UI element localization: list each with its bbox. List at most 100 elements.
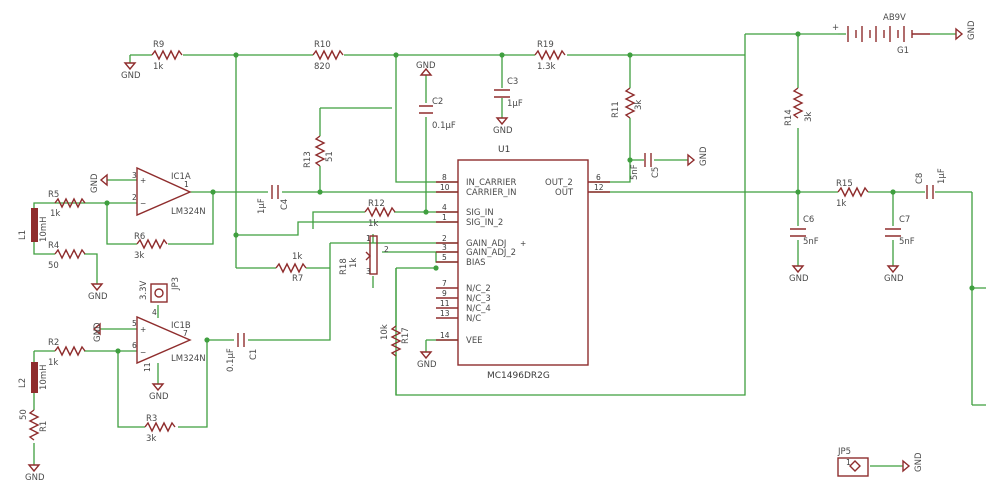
svg-text:5nF: 5nF [899,237,915,247]
jumper-jp5: 1 JP5 [837,447,869,477]
svg-text:0.1µF: 0.1µF [226,348,236,372]
svg-text:10mH: 10mH [39,217,49,243]
svg-text:4: 4 [442,203,447,212]
capacitor-c2: C2 0.1µF [419,97,456,131]
svg-text:N/C_2: N/C_2 [466,284,491,294]
svg-text:+: + [520,239,526,248]
gnd-icon: GND [884,265,904,284]
gnd-icon: GND [121,62,141,81]
svg-text:+: + [832,23,839,33]
svg-text:R12: R12 [368,199,385,209]
svg-text:GAIN_ADJ_2: GAIN_ADJ_2 [466,248,516,258]
resistor-r12: R12 1k [364,199,396,229]
svg-text:L1: L1 [18,230,28,240]
svg-text:3k: 3k [634,100,644,110]
resistor-r1: 50 R1 [19,409,49,441]
svg-text:C2: C2 [432,97,443,107]
svg-text:2: 2 [132,193,137,202]
potentiometer-r18: R18 1k 1 2 3 [339,234,389,276]
svg-text:51: 51 [325,151,335,162]
gnd-icon: GND [25,464,45,483]
svg-text:+: + [140,176,146,185]
svg-text:IN_CARRIER: IN_CARRIER [466,178,517,188]
svg-text:GND: GND [149,392,169,402]
svg-text:R2: R2 [48,338,59,348]
svg-text:5: 5 [132,319,137,328]
svg-text:R18: R18 [339,258,349,275]
resistor-r6: R6 3k [134,232,168,261]
svg-text:3: 3 [132,171,137,180]
svg-text:50: 50 [19,409,29,420]
resistor-r9: R9 1k [151,40,183,72]
svg-text:VEE: VEE [466,336,483,346]
svg-text:R19: R19 [537,40,554,50]
svg-text:2: 2 [442,234,447,243]
svg-text:1k: 1k [50,209,60,219]
svg-text:C4: C4 [280,199,290,210]
svg-text:R4: R4 [48,241,59,251]
svg-text:N/C: N/C [466,314,481,324]
svg-text:L2: L2 [18,378,28,388]
gnd-label: GND [90,173,100,193]
svg-text:C8: C8 [915,173,925,184]
svg-text:GND: GND [493,126,513,136]
svg-text:R10: R10 [314,40,331,50]
svg-text:1k: 1k [153,62,163,72]
gnd-icon [419,67,433,76]
svg-text:1µF: 1µF [507,99,523,109]
svg-text:GND: GND [417,360,437,370]
svg-text:10k: 10k [380,324,390,340]
svg-text:IC1A: IC1A [171,172,191,182]
capacitor-c7: C7 5nF [885,215,915,247]
svg-text:R13: R13 [303,151,313,168]
capacitor-c1: 0.1µF C1 [226,333,259,372]
svg-text:GND: GND [789,274,809,284]
inductor-l2: L2 10mH [18,362,49,393]
capacitor-c3: C3 1µF [494,77,523,109]
gnd-label: GND [967,20,977,40]
resistor-r3: R3 3k [144,414,176,444]
svg-text:R7: R7 [292,274,303,284]
svg-text:1k: 1k [836,199,846,209]
svg-text:R9: R9 [153,40,164,50]
svg-text:OUT_2: OUT_2 [545,178,573,188]
svg-text:50: 50 [48,261,59,271]
svg-text:N/C_3: N/C_3 [466,294,491,304]
gnd-icon: GND [789,265,809,284]
svg-text:C6: C6 [803,215,814,225]
svg-text:11: 11 [440,299,450,308]
svg-text:LM324N: LM324N [171,207,206,217]
svg-text:IC1B: IC1B [171,321,191,331]
svg-text:−: − [140,199,146,208]
svg-text:1: 1 [366,234,371,243]
svg-text:6: 6 [132,341,137,350]
capacitor-c8: C8 1µF [915,168,947,199]
resistor-r10: R10 820 [312,40,344,72]
svg-text:1: 1 [846,458,851,467]
resistor-r15: R15 1k [836,179,869,209]
resistors: R9 1k R10 820 R19 1.3k R11 3k R14 3k R13… [19,40,869,444]
svg-text:1k: 1k [368,219,378,229]
opamp-ic1b: + − 5 6 7 4 11 IC1B LM324N [132,308,206,372]
gnd-label: GND [416,61,436,71]
gnd-icon: GND [149,383,169,402]
svg-text:3k: 3k [146,434,156,444]
resistor-r4: R4 50 [48,241,86,271]
svg-text:−: − [140,348,146,357]
svg-text:C3: C3 [507,77,518,87]
svg-text:U1: U1 [498,145,510,155]
svg-text:R5: R5 [48,190,59,200]
svg-text:R11: R11 [611,101,621,118]
svg-text:1.3k: 1.3k [537,62,556,72]
svg-text:C5: C5 [651,167,661,178]
gnd-label: GND [93,322,103,342]
svg-text:1k: 1k [292,252,302,262]
resistor-r14: R14 3k [784,87,814,126]
svg-text:R6: R6 [134,232,145,242]
svg-text:2: 2 [384,245,389,254]
battery-g1: + AB9V G1 [832,13,930,56]
svg-text:10: 10 [440,183,450,192]
svg-text:LM324N: LM324N [171,354,206,364]
svg-text:3: 3 [442,243,447,252]
